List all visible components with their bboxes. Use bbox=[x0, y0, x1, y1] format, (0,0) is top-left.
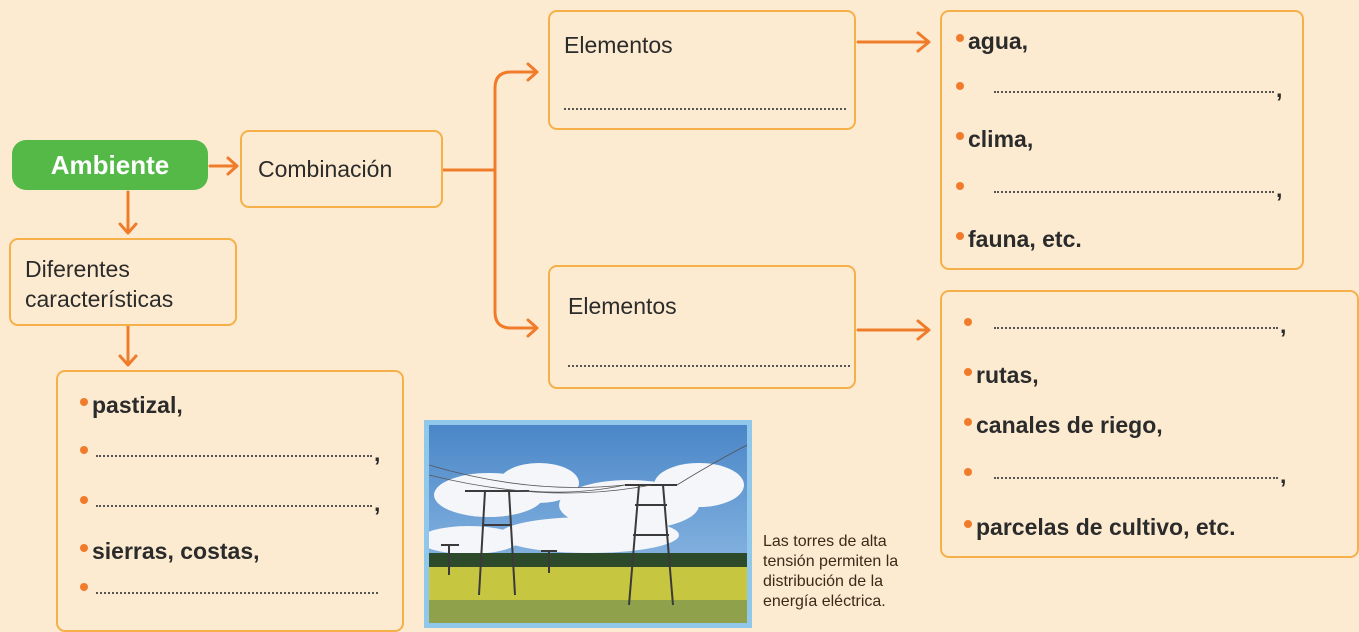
elementos-top-blank bbox=[564, 108, 846, 110]
elementos-bottom-blank bbox=[568, 365, 850, 367]
bullet-icon bbox=[956, 132, 964, 140]
list-item-blank: , bbox=[964, 462, 1286, 489]
bullet-icon bbox=[964, 318, 972, 326]
combinacion-label: Combinación bbox=[258, 156, 393, 182]
list-item-blank bbox=[80, 583, 378, 598]
bullet-icon bbox=[964, 368, 972, 376]
list-item: sierras, costas, bbox=[80, 538, 260, 565]
list-item-text: agua, bbox=[968, 28, 1029, 54]
list-item-blank: , bbox=[956, 176, 1282, 203]
list-item: canales de riego, bbox=[964, 412, 1163, 439]
list-item-text: parcelas de cultivo, etc. bbox=[976, 514, 1236, 540]
bullet-icon bbox=[80, 398, 88, 406]
diferentes-label: Diferentes características bbox=[25, 256, 174, 312]
list-item: clima, bbox=[956, 126, 1033, 153]
natural-items-box: agua, , clima, , fauna, etc. bbox=[940, 10, 1304, 270]
bullet-icon bbox=[964, 418, 972, 426]
bullet-icon bbox=[964, 520, 972, 528]
elementos-top-label: Elementos bbox=[564, 32, 673, 58]
list-item-text: rutas, bbox=[976, 362, 1039, 388]
bullet-icon bbox=[80, 544, 88, 552]
power-towers-photo bbox=[424, 420, 752, 628]
bullet-icon bbox=[956, 232, 964, 240]
list-item-text: canales de riego, bbox=[976, 412, 1163, 438]
bullet-icon bbox=[956, 34, 964, 42]
list-item: fauna, etc. bbox=[956, 226, 1082, 253]
list-item: parcelas de cultivo, etc. bbox=[964, 514, 1236, 541]
bullet-icon bbox=[964, 468, 972, 476]
feature-items-box: pastizal, , , sierras, costas, bbox=[56, 370, 404, 632]
list-item-blank: , bbox=[80, 490, 380, 517]
diferentes-node: Diferentes características bbox=[9, 238, 237, 326]
combinacion-node: Combinación bbox=[240, 130, 443, 208]
bullet-icon bbox=[80, 583, 88, 591]
list-item-text: pastizal, bbox=[92, 392, 183, 418]
ambiente-label: Ambiente bbox=[50, 149, 170, 180]
bullet-icon bbox=[80, 496, 88, 504]
elementos-bottom-node: Elementos bbox=[548, 265, 856, 389]
bullet-icon bbox=[956, 182, 964, 190]
photo-caption: Las torres de alta tensión permiten la d… bbox=[763, 533, 899, 610]
ambiente-node: Ambiente bbox=[12, 140, 208, 190]
list-item: agua, bbox=[956, 28, 1028, 55]
list-item: pastizal, bbox=[80, 392, 183, 419]
list-item: rutas, bbox=[964, 362, 1039, 389]
elementos-top-node: Elementos bbox=[548, 10, 856, 130]
elementos-bottom-label: Elementos bbox=[568, 293, 677, 319]
list-item-blank: , bbox=[956, 76, 1282, 103]
list-item-blank: , bbox=[964, 312, 1286, 339]
list-item-text: fauna, etc. bbox=[968, 226, 1082, 252]
bullet-icon bbox=[956, 82, 964, 90]
list-item-text: sierras, costas, bbox=[92, 538, 260, 564]
human-items-box: , rutas, canales de riego, , parcelas de… bbox=[940, 290, 1359, 558]
bullet-icon bbox=[80, 446, 88, 454]
list-item-blank: , bbox=[80, 440, 380, 467]
list-item-text: clima, bbox=[968, 126, 1034, 152]
